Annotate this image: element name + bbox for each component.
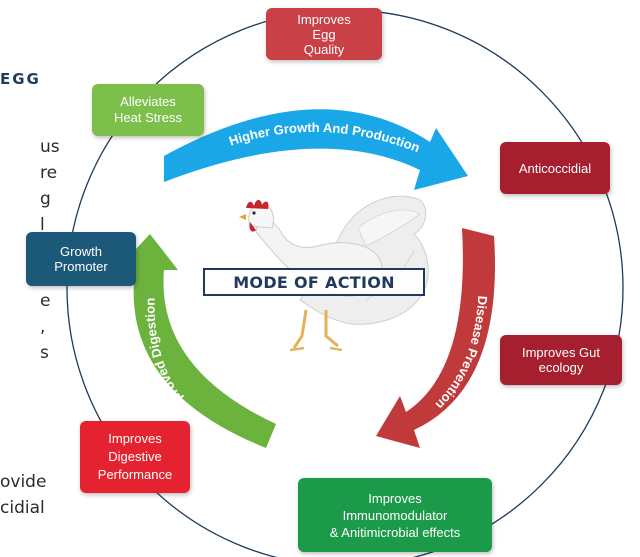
box-line: ecology — [538, 360, 584, 375]
box-improves-egg-quality: Improves Egg Quality — [266, 8, 382, 60]
box-line: Egg — [312, 26, 336, 42]
box-line: Improves Gut — [521, 345, 601, 360]
growth-arrow: Higher Growth And Production — [164, 109, 468, 190]
side-text-fragment: e — [40, 291, 51, 311]
side-text-fragment: , — [40, 317, 46, 337]
side-text-fragment: ovide — [0, 472, 47, 492]
side-text-fragment: s — [40, 343, 49, 363]
box-line: Performance — [97, 467, 173, 482]
side-text-fragment: g — [40, 189, 51, 209]
box-anticoccidial: Anticoccidial — [500, 142, 610, 194]
box-alleviates-heat-stress: Alleviates Heat Stress — [92, 84, 204, 136]
box-line: Improves — [297, 11, 351, 27]
box-improves-gut-ecology: Improves Gut ecology — [500, 335, 622, 385]
box-line: Alleviates — [120, 94, 176, 109]
side-heading-fragment: EGG — [0, 70, 41, 88]
box-line: Heat Stress — [114, 110, 182, 125]
box-line: Immunomodulator — [342, 507, 448, 523]
digestion-arrow: Improved Digestion — [120, 234, 276, 448]
box-line: Promoter — [54, 259, 108, 274]
side-text-fragment: cidial — [0, 498, 45, 518]
box-line: Improves — [368, 490, 422, 506]
box-growth-promoter: Growth Promoter — [26, 232, 136, 286]
side-text-fragment: us — [40, 137, 60, 157]
box-improves-digestive-performance: Improves Digestive Performance — [80, 421, 190, 493]
box-line: Digestive — [108, 449, 162, 464]
box-line: Anticoccidial — [518, 160, 592, 176]
side-text-fragment: l — [40, 215, 45, 235]
box-line: & Anitimicrobial effects — [329, 524, 461, 540]
box-line: Improves — [108, 431, 162, 446]
mode-of-action-title: MODE OF ACTION — [203, 268, 425, 296]
box-line: Quality — [303, 41, 345, 57]
side-text-fragment: re — [40, 163, 58, 183]
growth-arrow-shape — [164, 109, 468, 190]
digestion-arrow-shape — [120, 234, 276, 448]
disease-arrow-shape — [376, 228, 495, 448]
box-improves-immunomodulator: Improves Immunomodulator & Anitimicrobia… — [298, 478, 492, 552]
box-line: Growth — [60, 244, 102, 259]
